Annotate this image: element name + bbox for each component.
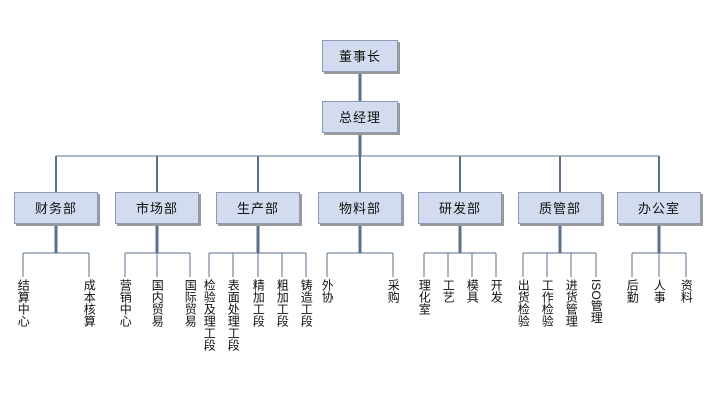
leaf-procurement[interactable]: 采购 — [386, 279, 401, 303]
leaf-tooling[interactable]: 模具 — [465, 279, 480, 303]
leaf-settlement-center[interactable]: 结算中心 — [16, 279, 31, 327]
leaf-inspection-section[interactable]: 检验及理工段 — [202, 279, 217, 351]
node-dept-office[interactable]: 办公室 — [617, 192, 701, 224]
leaf-human-resources[interactable]: 人事 — [652, 279, 667, 303]
leaf-marketing-center[interactable]: 营销中心 — [118, 279, 133, 327]
leaf-work-inspection[interactable]: 工作检验 — [540, 279, 555, 327]
node-dept-finance[interactable]: 财务部 — [14, 192, 98, 224]
node-general-manager[interactable]: 总经理 — [322, 101, 398, 133]
leaf-iso-management[interactable]: ISO管理 — [589, 279, 604, 324]
leaf-rough-machining-section[interactable]: 粗加工段 — [275, 279, 290, 327]
leaf-domestic-trade[interactable]: 国内贸易 — [150, 279, 165, 327]
leaf-process-engineering[interactable]: 工艺 — [441, 279, 456, 303]
node-dept-quality[interactable]: 质管部 — [518, 192, 602, 224]
leaf-cost-accounting[interactable]: 成本核算 — [82, 279, 97, 327]
leaf-fine-machining-section[interactable]: 精加工段 — [251, 279, 266, 327]
leaf-development[interactable]: 开发 — [489, 279, 504, 303]
leaf-physical-chemical-lab[interactable]: 理化室 — [417, 279, 432, 315]
leaf-international-trade[interactable]: 国际贸易 — [183, 279, 198, 327]
leaf-outgoing-inspection[interactable]: 出货检验 — [516, 279, 531, 327]
leaf-outsourcing[interactable]: 外协 — [320, 279, 335, 303]
node-chairman[interactable]: 董事长 — [322, 40, 398, 72]
leaf-logistics[interactable]: 后勤 — [625, 279, 640, 303]
leaf-incoming-management[interactable]: 进货管理 — [564, 279, 579, 327]
node-dept-material[interactable]: 物料部 — [318, 192, 402, 224]
leaf-documentation[interactable]: 资料 — [679, 279, 694, 303]
node-dept-market[interactable]: 市场部 — [115, 192, 199, 224]
node-dept-production[interactable]: 生产部 — [216, 192, 300, 224]
node-dept-rnd[interactable]: 研发部 — [418, 192, 502, 224]
leaf-surface-treatment-section[interactable]: 表面处理工段 — [226, 279, 241, 351]
leaf-casting-section[interactable]: 铸造工段 — [299, 279, 314, 327]
